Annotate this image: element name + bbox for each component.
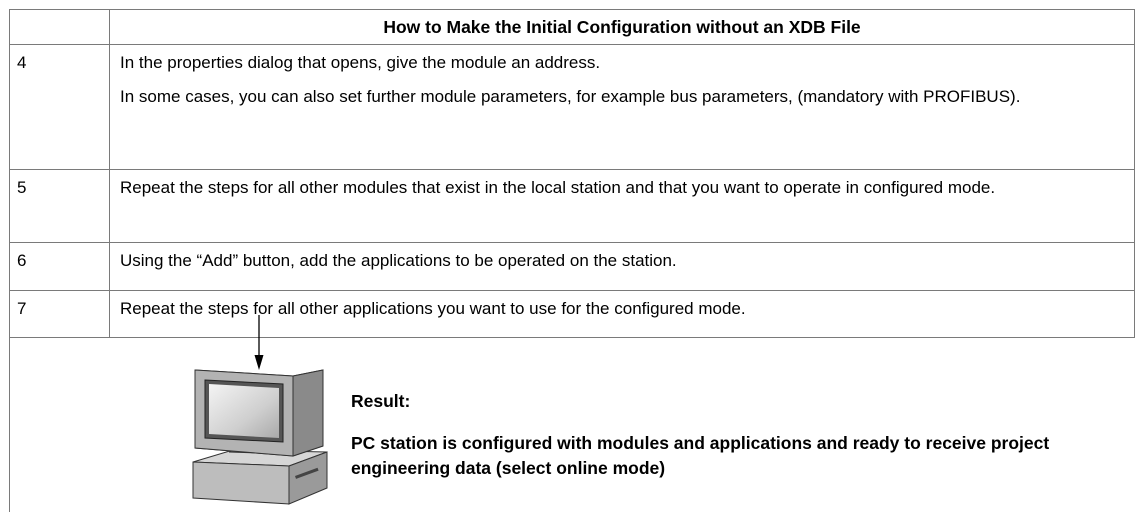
step-number: 5 [9, 169, 110, 243]
table-row: 7 Repeat the steps for all other applica… [9, 290, 1135, 338]
table-header: How to Make the Initial Configuration wi… [109, 9, 1135, 45]
header-empty-cell [9, 9, 110, 45]
step-text: Repeat the steps for all other applicati… [109, 290, 1135, 338]
step-paragraph: Repeat the steps for all other modules t… [120, 178, 996, 197]
table-header-row: How to Make the Initial Configuration wi… [9, 9, 1135, 45]
step-number: 6 [9, 242, 110, 291]
step-text: Using the “Add” button, add the applicat… [109, 242, 1135, 291]
table-row: 5 Repeat the steps for all other modules… [9, 169, 1135, 243]
table-row: 4 In the properties dialog that opens, g… [9, 44, 1135, 170]
result-text: PC station is configured with modules an… [351, 433, 1050, 478]
step-number: 7 [9, 290, 110, 338]
result-title: Result: [351, 391, 411, 411]
step-number: 4 [9, 44, 110, 170]
down-arrow-icon [254, 315, 264, 370]
step-paragraph: In some cases, you can also set further … [120, 87, 1021, 106]
step-text: Repeat the steps for all other modules t… [109, 169, 1135, 243]
step-paragraph: Repeat the steps for all other applicati… [120, 299, 746, 318]
pc-station-icon [192, 369, 328, 505]
step-paragraph: In the properties dialog that opens, giv… [120, 53, 601, 72]
result-section: Result: PC station is configured with mo… [9, 315, 1135, 512]
step-text: In the properties dialog that opens, giv… [109, 44, 1135, 170]
steps-table: How to Make the Initial Configuration wi… [9, 9, 1135, 338]
step-paragraph: Using the “Add” button, add the applicat… [120, 251, 677, 270]
table-row: 6 Using the “Add” button, add the applic… [9, 242, 1135, 291]
